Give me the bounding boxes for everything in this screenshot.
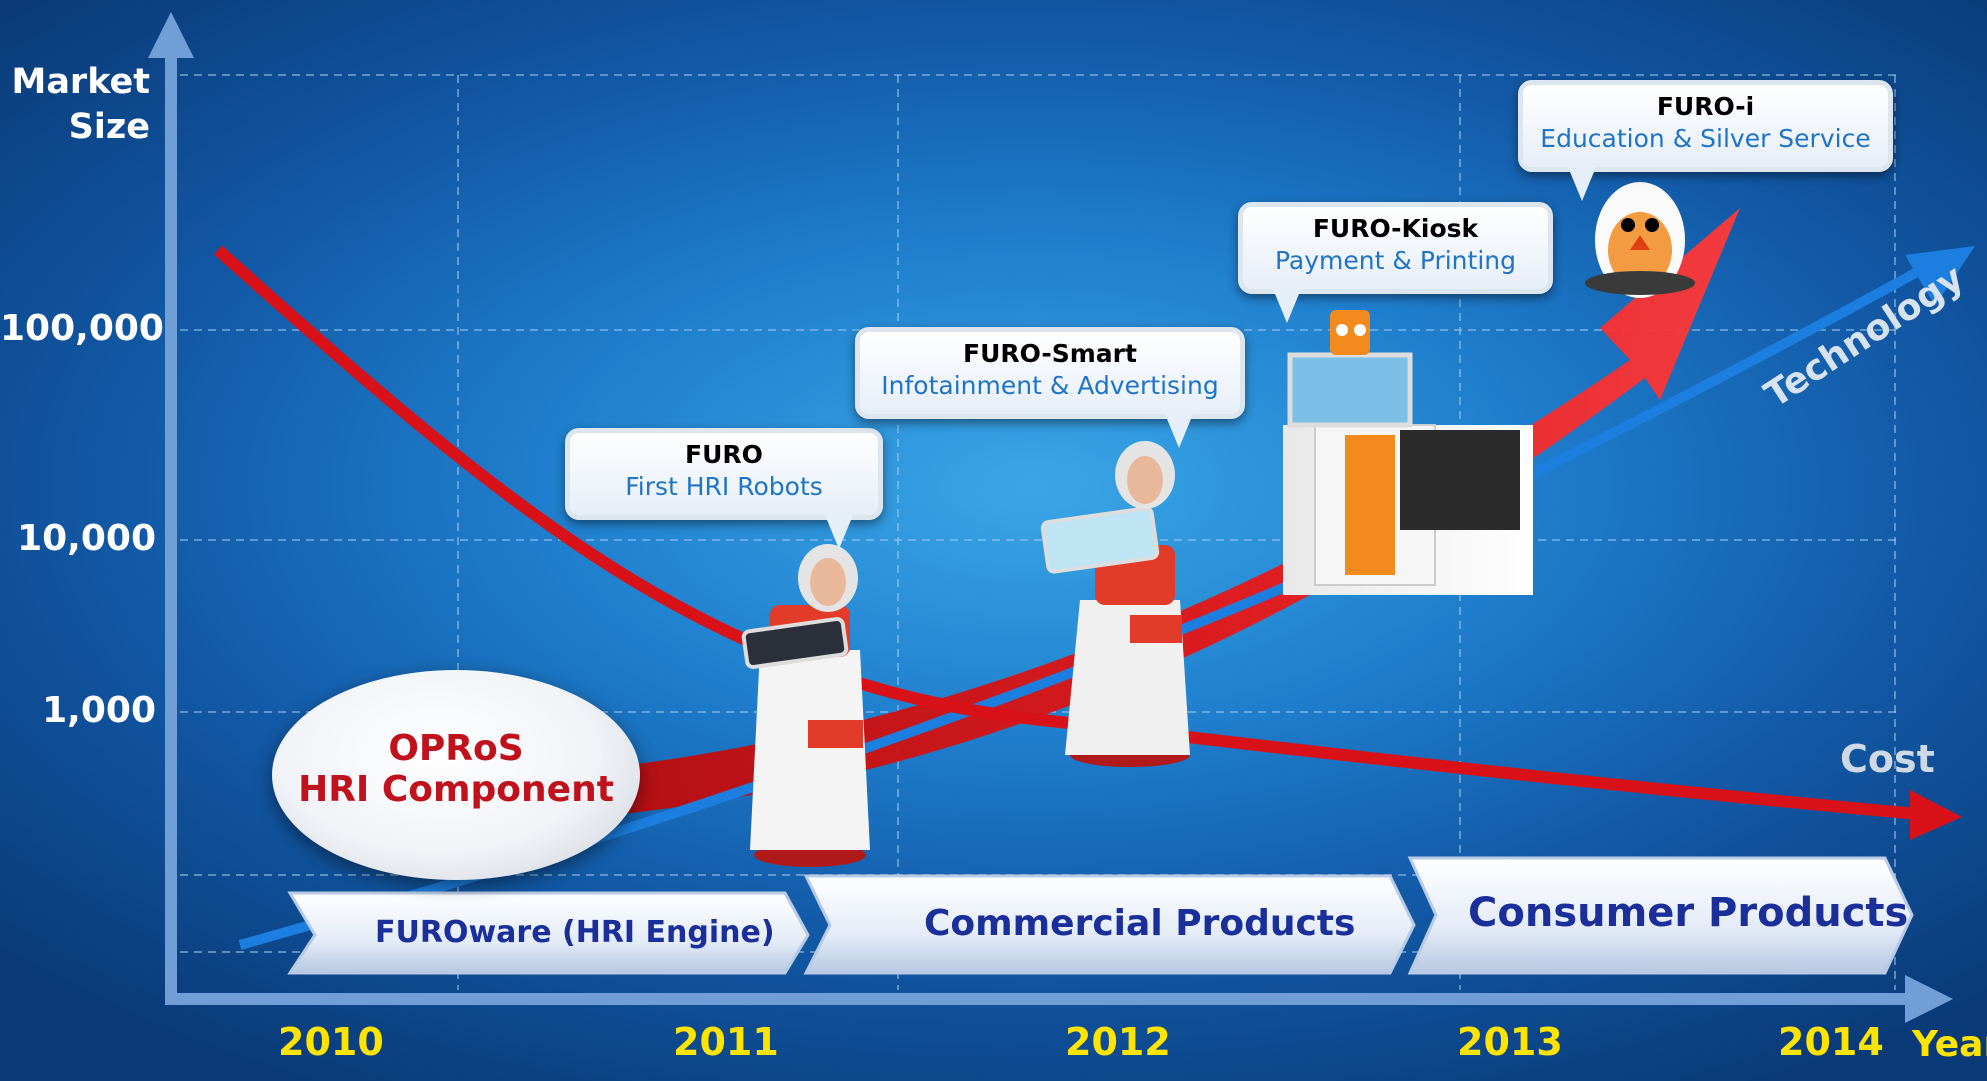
technology-arrowhead xyxy=(1905,246,1975,306)
bubble-tail xyxy=(1568,167,1596,201)
x-tick-label: 2013 xyxy=(1457,1020,1563,1064)
y-axis xyxy=(148,12,194,1000)
cost-label: Cost xyxy=(1840,737,1935,781)
y-axis-title: Market Size xyxy=(11,62,150,147)
hri-component-label: HRI Component xyxy=(298,769,614,810)
x-axis-title: Year xyxy=(1912,1024,1987,1065)
product-name: FURO-i xyxy=(1656,92,1755,121)
stage-chevron-1 xyxy=(287,891,810,975)
product-name: FURO xyxy=(685,440,763,469)
furo-smart-robot xyxy=(1040,441,1190,767)
x-tick-label: 2012 xyxy=(1065,1020,1171,1064)
bubble-tail xyxy=(1273,289,1301,323)
product-name: FURO-Smart xyxy=(963,339,1137,368)
bubble-tail xyxy=(1165,414,1193,448)
furo-robot xyxy=(741,544,870,867)
product-name: FURO-Kiosk xyxy=(1312,214,1479,243)
furo-i-robot xyxy=(1585,182,1695,298)
x-tick-label: 2014 xyxy=(1778,1020,1884,1064)
product-desc: Payment & Printing xyxy=(1274,246,1516,275)
product-desc: First HRI Robots xyxy=(625,472,823,501)
cost-arrowhead xyxy=(1910,790,1962,840)
stage-label-consumer: Consumer Products xyxy=(1468,890,1909,936)
opros-oval: OPRoS HRI Component xyxy=(272,670,640,880)
stage-label-commercial: Commercial Products xyxy=(924,903,1356,944)
x-tick-label: 2011 xyxy=(673,1020,779,1064)
stage-chevron-3 xyxy=(1407,856,1914,975)
stage-label-furoware: FUROware (HRI Engine) xyxy=(375,915,775,950)
bubble-furo: FURO First HRI Robots xyxy=(565,428,883,549)
product-desc: Education & Silver Service xyxy=(1540,124,1871,153)
bubble-furo-kiosk: FURO-Kiosk Payment & Printing xyxy=(1238,202,1553,323)
bubble-tail xyxy=(825,515,853,549)
furo-kiosk-robot xyxy=(1283,310,1533,595)
stage-chevron-2 xyxy=(803,874,1416,975)
x-axis xyxy=(165,975,1953,1023)
y-tick-label: 10,000 xyxy=(17,518,156,559)
cost-line xyxy=(214,245,1931,821)
x-tick-label: 2010 xyxy=(278,1020,384,1064)
bubble-furo-smart: FURO-Smart Infotainment & Advertising xyxy=(855,327,1245,448)
y-tick-label: 1,000 xyxy=(42,690,156,731)
opros-label: OPRoS xyxy=(388,728,524,769)
product-desc: Infotainment & Advertising xyxy=(881,371,1219,400)
market-arrow xyxy=(560,208,1740,820)
bubble-furo-i: FURO-i Education & Silver Service xyxy=(1518,80,1893,201)
y-tick-label: 100,000 xyxy=(0,308,164,349)
